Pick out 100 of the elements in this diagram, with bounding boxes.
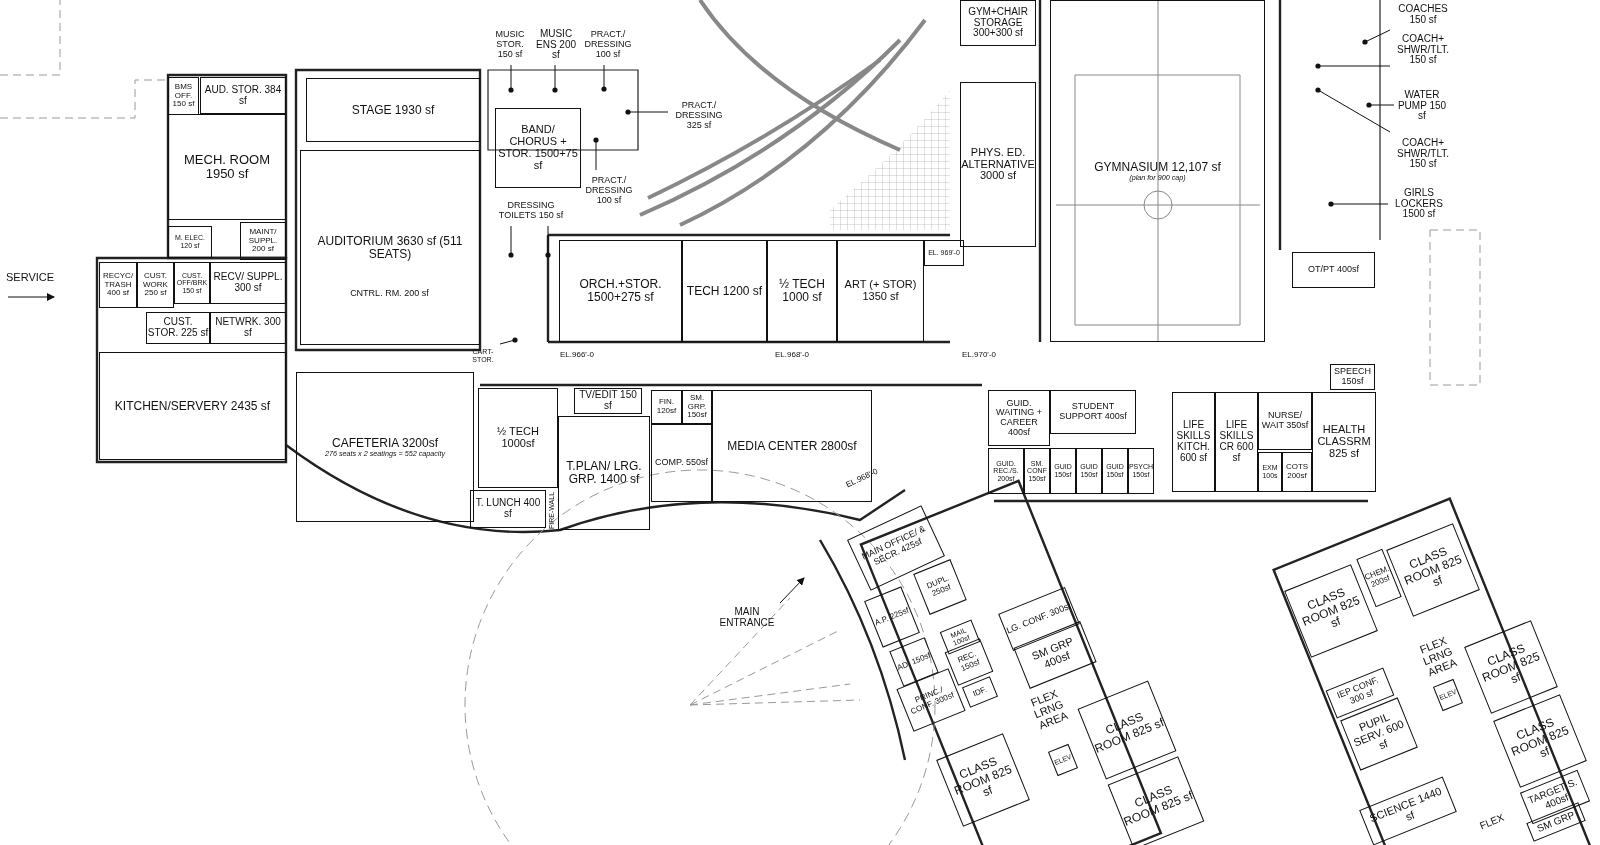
room-label: PRACT./ DRESSING 100 sf: [580, 170, 638, 212]
room-label: GYMNASIUM 12,107 sf: [1094, 160, 1221, 174]
room-label: FLEX: [1469, 805, 1515, 839]
room: [300, 150, 480, 345]
room-label: AD. 150sf: [896, 651, 932, 673]
room-label: KITCHEN/SERVERY 2435 sf: [114, 399, 271, 413]
room-label: BAND/ CHORUS + STOR. 1500+75 sf: [497, 124, 579, 172]
room: [306, 78, 480, 142]
room-label: GIRLS LOCKERS 1500 sf: [1388, 182, 1450, 226]
room: [168, 77, 199, 115]
room: [960, 82, 1036, 247]
room: [240, 222, 286, 260]
room-label: PRACT./ DRESSING 100 sf: [582, 25, 634, 65]
room-label: GUID. WAITING + CAREER 400sf: [995, 398, 1043, 438]
room-label: AUDITORIUM 3630 sf (511 SEATS): [316, 234, 464, 261]
room-label: AUD. STOR. 384 sf: [203, 84, 283, 107]
room-label: CUST. STOR. 225 sf: [147, 317, 209, 339]
room-label: COMP. 550sf: [655, 458, 708, 468]
room: [1050, 390, 1136, 434]
room-label: PUPIL SERV. 600 sf: [1350, 709, 1407, 754]
room: [1172, 392, 1215, 492]
room: [988, 448, 1024, 494]
leader-line: [1315, 87, 1391, 133]
room: [1282, 452, 1312, 492]
room-label: T.PLAN/ LRG. GRP. 1400 sf: [565, 460, 643, 486]
room: [168, 226, 212, 258]
room: [1024, 448, 1050, 494]
room: [1076, 448, 1102, 494]
room: [99, 262, 137, 308]
room: [1050, 448, 1076, 494]
room-label: STAGE 1930 sf: [351, 103, 435, 117]
room: [99, 352, 286, 460]
room: [559, 240, 682, 342]
room-label: ½ TECH 1000 sf: [778, 278, 826, 304]
room-label: TECH 1200 sf: [686, 284, 763, 298]
room-label: FIN. 120sf: [655, 398, 678, 416]
arrow: [779, 577, 805, 604]
room: [168, 114, 286, 220]
room-label: RECYC/ TRASH 400 sf: [101, 272, 135, 298]
entrance-label: SERVICE: [6, 272, 55, 283]
room: [1258, 392, 1312, 450]
room: [174, 262, 210, 304]
room: [988, 390, 1050, 446]
room-label: OT/PT 400sf: [1308, 265, 1359, 275]
leader-line: [508, 225, 514, 258]
leader-line: [601, 64, 607, 92]
leader-line: [499, 337, 518, 345]
room: [767, 240, 837, 342]
room: [1258, 452, 1282, 492]
room-label: SM. GRP. 150sf: [686, 394, 708, 420]
leader-line: [1328, 201, 1389, 207]
room-label: COTS 200sf: [1284, 463, 1310, 481]
room-label: NETWRK. 300 sf: [214, 317, 282, 339]
room: [1312, 392, 1376, 492]
room-label: LIFE SKILLS CR 600 sf: [1218, 420, 1255, 464]
room-label: GYM+CHAIR STORAGE 300+300 sf: [967, 6, 1029, 40]
room: [1292, 252, 1375, 288]
room-label: BMS OFF. 150 sf: [171, 83, 196, 109]
leader-line: [1362, 29, 1391, 45]
room: [651, 424, 712, 502]
leader-line: [593, 137, 599, 171]
room: [495, 108, 581, 188]
room-label: NURSE/ WAIT 350sf: [1260, 411, 1310, 431]
room-label: ORCH.+STOR. 1500+275 sf: [578, 278, 663, 304]
room: [478, 388, 558, 488]
room-label: A.P. 225sf: [873, 606, 911, 628]
room-label: COACHES 150 sf: [1390, 0, 1456, 30]
room: [924, 240, 964, 266]
room: [200, 77, 286, 114]
room: [1215, 392, 1258, 492]
room-label: REC. 150sf: [955, 648, 983, 676]
room-label: IEP CONF. 300 sf: [1334, 673, 1382, 708]
room-label: T. LUNCH 400 sf: [474, 498, 542, 520]
room-label: RECV/ SUPPL. 300 sf: [212, 272, 284, 294]
room: [137, 262, 174, 308]
room-label: PHYS. ED. ALTERNATIVE 3000 sf: [961, 146, 1035, 183]
leader-line: [545, 225, 551, 258]
room: [837, 240, 924, 342]
elevation-label: EL.968'-0: [775, 351, 809, 359]
room-label: LIFE SKILLS KITCH. 600 sf: [1175, 420, 1212, 464]
room-label: STUDENT SUPPORT 400sf: [1058, 402, 1128, 422]
room-label: TV/EDIT 150 sf: [578, 390, 638, 412]
room-label: MAINT/ SUPPL. 200 sf: [247, 228, 279, 254]
room-label: MEDIA CENTER 2800sf: [727, 439, 857, 453]
room-label: DRESSING TOILETS 150 sf: [488, 196, 574, 226]
room: [960, 0, 1036, 46]
room-label: SM GRP: [1535, 809, 1577, 835]
room-label: CNTRL. RM. 200 sf: [344, 279, 435, 308]
room-label: MAIN ENTRANCE: [714, 603, 780, 633]
room-label: MUSIC ENS 200 sf: [532, 25, 580, 65]
room-label: PRACT./ DRESSING 325 sf: [668, 94, 730, 138]
room: [296, 372, 474, 522]
room: [651, 390, 682, 424]
room-label: COACH+ SHWR/TLT. 150 sf: [1390, 28, 1456, 72]
elevation-label: EL.970'-0: [962, 351, 996, 359]
room-label: ½ TECH 1000sf: [496, 426, 540, 450]
room-label: FLEX LRNG AREA: [1017, 673, 1081, 747]
room: [1128, 448, 1154, 494]
room-label: WATER PUMP 150 sf: [1394, 84, 1450, 128]
room-label: MECH. ROOM 1950 sf: [183, 152, 271, 182]
